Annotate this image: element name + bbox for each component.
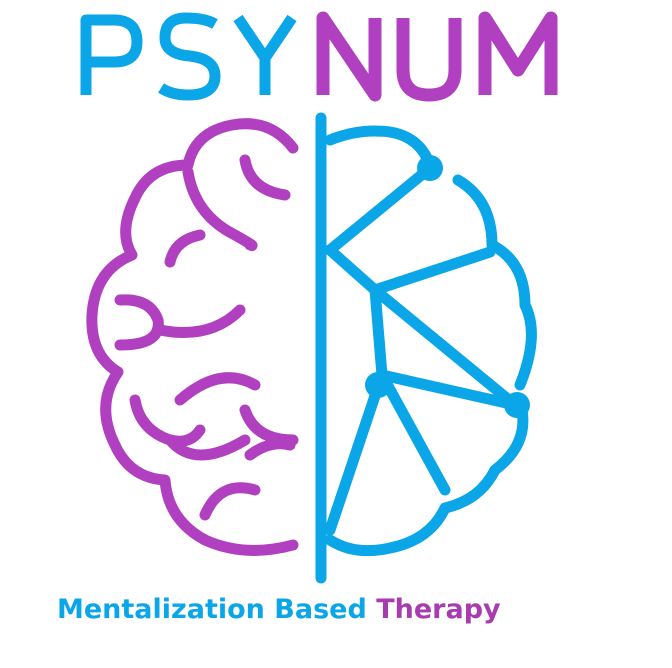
wordmark-letter-s	[158, 12, 221, 101]
wordmark-letter-y	[233, 14, 297, 95]
tagline-mentalization-based: Mentalization Based	[57, 594, 367, 625]
wordmark-letter-p	[80, 14, 143, 95]
tagline: Mentalization Based Therapy	[57, 590, 501, 630]
brain-right-hemisphere	[324, 125, 537, 557]
wordmark-letter-u	[396, 18, 462, 102]
logo-wordmark	[80, 11, 558, 102]
brain-left-hemisphere	[86, 118, 299, 556]
wordmark-letter-m	[478, 11, 558, 95]
wordmark-letter-n	[316, 11, 382, 102]
tagline-therapy: Therapy	[376, 594, 501, 625]
brain-network-nodes	[365, 155, 530, 418]
